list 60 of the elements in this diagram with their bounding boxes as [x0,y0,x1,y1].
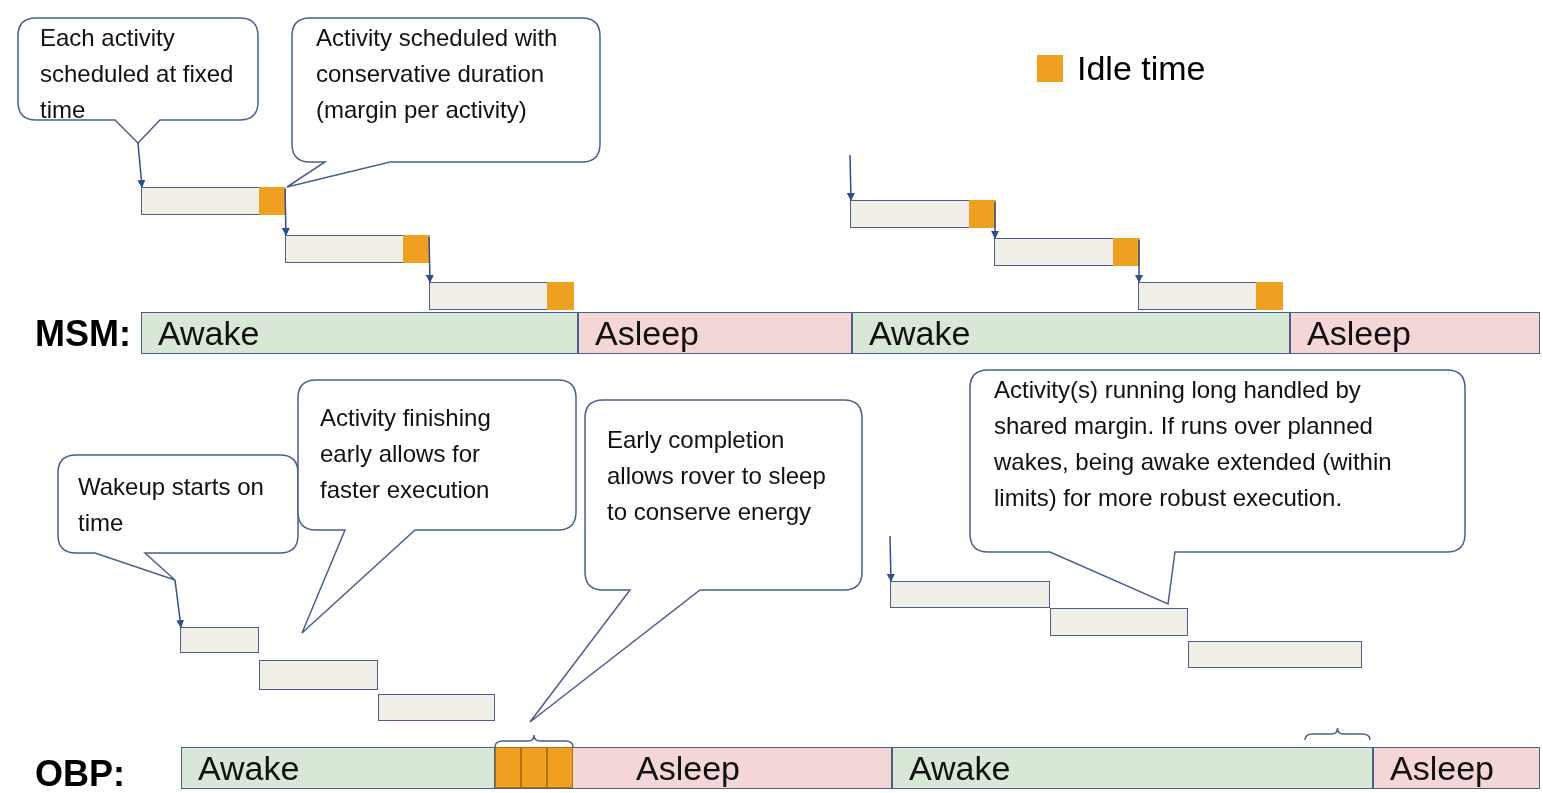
state-label: Asleep [636,749,740,787]
idle-block [521,747,547,788]
callout-text: Wakeup starts on time [78,472,265,538]
idle-block [495,747,521,788]
arrow [991,201,999,239]
state-label: Awake [158,314,260,352]
activity-bar [141,187,285,215]
activity-bar [429,282,573,310]
state-label: Asleep [1390,749,1494,787]
timeline-segment [578,312,852,354]
arrow [281,188,290,236]
state-label: Asleep [595,314,699,352]
speech-bubble [298,380,576,633]
callout-text: Each activity scheduled at fixed time [40,23,235,125]
activity-bar [1188,641,1362,668]
activity-bar [378,694,495,721]
callout-text: Activity(s) running long handled by shared margin. If runs over planned wakes, being awake extended (within limits) for more robust execution. [994,375,1393,513]
activity-bar [850,200,995,228]
idle-block [258,186,286,215]
speech-bubble [58,455,298,580]
timeline-segment [852,312,1290,354]
callout-text: Activity finishing early allows for faster execution [320,403,492,505]
timeline-segment [1373,747,1540,789]
arrow [425,236,434,283]
activity-bar [1138,282,1282,310]
timeline-segment [181,747,495,789]
idle-block [402,234,430,263]
arrow [846,154,855,201]
state-label: Awake [198,749,300,787]
activity-bar [1050,608,1188,636]
activity-bar [180,627,259,653]
idle-block [547,747,573,788]
callout-text: Early completion allows rover to sleep to conserve energy [607,425,827,527]
activity-bar [285,235,429,263]
state-label: Awake [869,314,971,352]
idle-block [546,281,574,310]
idle-block [968,199,996,228]
timeline-segment [495,747,892,789]
activity-bar [259,660,378,690]
arrow [174,579,185,628]
speech-bubble [970,370,1465,604]
arrow [886,535,895,582]
arrow [137,142,146,188]
state-label: Asleep [1307,314,1411,352]
activity-bar [890,581,1050,608]
legend-label: Idle time [1077,48,1206,89]
activity-bar [994,238,1139,266]
state-label: Awake [909,749,1011,787]
idle-block [1255,281,1283,310]
timeline-segment [141,312,578,354]
timeline-segment [892,747,1373,789]
row-label: OBP: [35,752,125,793]
row-label: MSM: [35,312,131,356]
speech-bubble [18,18,258,143]
speech-bubble [530,400,862,722]
speech-bubble [287,18,600,187]
idle-block [1112,237,1140,266]
timeline-segment [1290,312,1540,354]
callout-text: Activity scheduled with conservative duration (margin per activity) [316,23,559,125]
arrow [1135,239,1143,283]
